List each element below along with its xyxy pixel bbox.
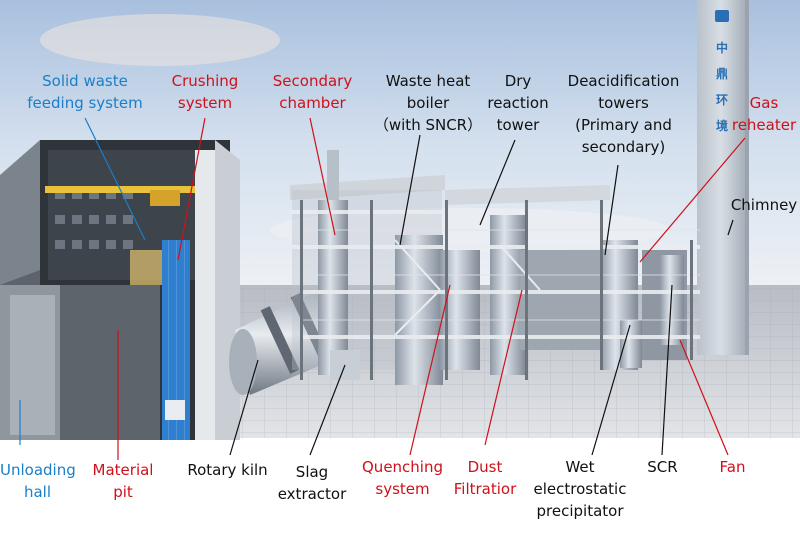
chimney-char-2: 鼎 bbox=[716, 67, 728, 81]
label-material-pit: Material pit bbox=[88, 459, 158, 503]
label-line: (Primary and bbox=[575, 116, 672, 134]
label-rotary-kiln: Rotary kiln bbox=[180, 459, 275, 481]
rotary-kiln-shape bbox=[229, 285, 345, 395]
label-line: Waste heat bbox=[385, 72, 471, 90]
label-line: Wet bbox=[565, 458, 595, 476]
label-line: Filtratior bbox=[453, 480, 517, 498]
label-line: boiler bbox=[406, 94, 450, 112]
label-line: reheater bbox=[731, 116, 797, 134]
label-line: Material bbox=[92, 461, 154, 479]
label-line: Chimney bbox=[730, 196, 798, 214]
label-line: Solid waste bbox=[42, 72, 128, 90]
chimney-structure: 中 鼎 环 境 bbox=[697, 0, 749, 355]
label-line: Dry bbox=[504, 72, 532, 90]
label-chimney: Chimney bbox=[728, 194, 800, 216]
label-line: Unloading bbox=[0, 461, 76, 479]
label-line: secondary) bbox=[581, 138, 666, 156]
main-structure bbox=[290, 150, 700, 385]
label-wet-electrostatic-precipitator: Wet electrostatic precipitator bbox=[525, 456, 635, 522]
label-dust-filtration: Dust Filtratior bbox=[445, 456, 525, 500]
label-line: Quenching bbox=[362, 458, 443, 476]
label-crushing-system: Crushing system bbox=[165, 70, 245, 114]
label-dry-reaction-tower: Dry reaction tower bbox=[483, 70, 553, 136]
label-secondary-chamber: Secondary chamber bbox=[265, 70, 360, 114]
label-slag-extractor: Slag extractor bbox=[272, 461, 352, 505]
label-deacidification-towers: Deacidification towers (Primary and seco… bbox=[556, 70, 691, 158]
chimney-char-4: 境 bbox=[716, 118, 728, 133]
label-fan: Fan bbox=[710, 456, 755, 478]
label-line: reaction bbox=[487, 94, 549, 112]
label-line: extractor bbox=[277, 485, 347, 503]
label-line: Dust bbox=[467, 458, 503, 476]
label-line: system bbox=[375, 480, 430, 498]
label-line: （with SNCR） bbox=[373, 116, 483, 134]
label-line: Deacidification bbox=[567, 72, 680, 90]
label-quenching-system: Quenching system bbox=[355, 456, 450, 500]
label-line: electrostatic bbox=[533, 480, 627, 498]
label-line: pit bbox=[113, 483, 133, 501]
chimney-char-3: 环 bbox=[716, 93, 728, 107]
label-line: Rotary kiln bbox=[187, 461, 268, 479]
label-line: chamber bbox=[279, 94, 346, 112]
label-line: system bbox=[177, 94, 233, 112]
label-line: feeding system bbox=[27, 94, 143, 112]
label-unloading-hall: Unloading hall bbox=[0, 459, 76, 503]
label-line: Gas bbox=[749, 94, 779, 112]
label-line: towers bbox=[598, 94, 649, 112]
label-gas-reheater: Gas reheater bbox=[728, 92, 800, 136]
label-line: hall bbox=[23, 483, 52, 501]
label-line: Fan bbox=[719, 458, 746, 476]
label-line: tower bbox=[496, 116, 540, 134]
leader-lines bbox=[19, 117, 746, 460]
label-scr: SCR bbox=[640, 456, 685, 478]
label-line: Secondary bbox=[272, 72, 353, 90]
label-line: Crushing bbox=[171, 72, 239, 90]
label-solid-waste-feeding-system: Solid waste feeding system bbox=[25, 70, 145, 114]
label-line: Slag bbox=[295, 463, 329, 481]
label-line: precipitator bbox=[536, 502, 624, 520]
label-waste-heat-boiler: Waste heat boiler （with SNCR） bbox=[368, 70, 488, 136]
left-building bbox=[0, 140, 240, 440]
chimney-char-1: 中 bbox=[716, 40, 728, 55]
label-line: SCR bbox=[647, 458, 678, 476]
